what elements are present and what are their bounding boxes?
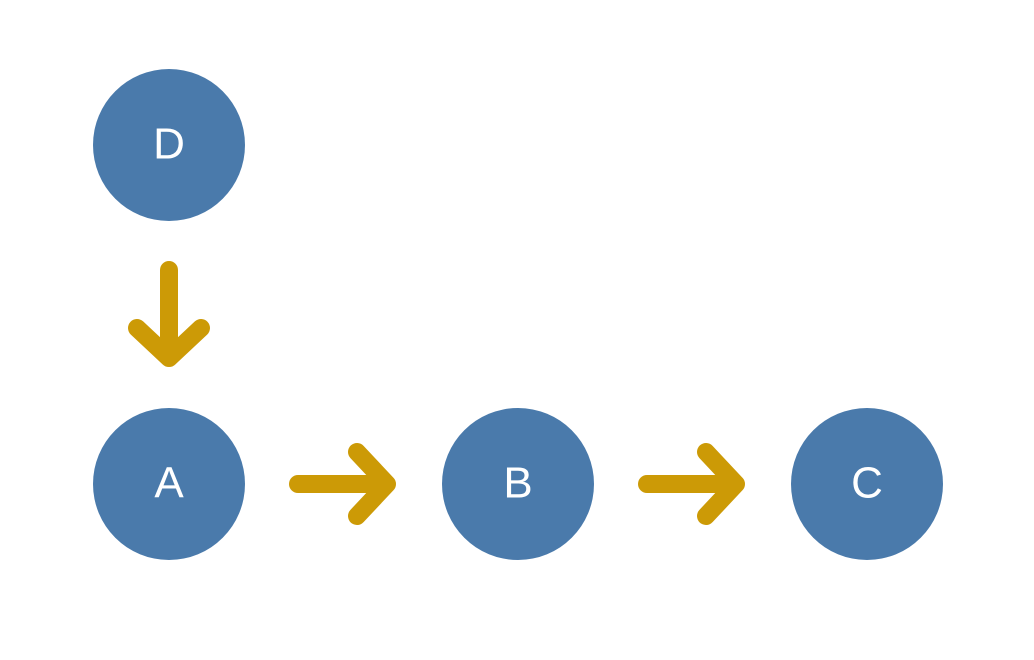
arrow-down-icon: [128, 261, 210, 367]
node-b: B: [442, 408, 594, 560]
node-label: B: [503, 459, 532, 508]
edge-d-to-a: [128, 261, 210, 367]
node-a: A: [93, 408, 245, 560]
node-circle: [93, 408, 245, 560]
node-circle: [442, 408, 594, 560]
arrow-right-icon: [289, 443, 396, 525]
node-label: D: [153, 120, 185, 169]
node-c: C: [791, 408, 943, 560]
node-d: D: [93, 69, 245, 221]
edge-b-to-c: [638, 443, 745, 525]
node-circle: [791, 408, 943, 560]
node-circle: [93, 69, 245, 221]
edge-a-to-b: [289, 443, 396, 525]
node-label: C: [851, 459, 883, 508]
node-label: A: [154, 459, 184, 508]
arrow-right-icon: [638, 443, 745, 525]
